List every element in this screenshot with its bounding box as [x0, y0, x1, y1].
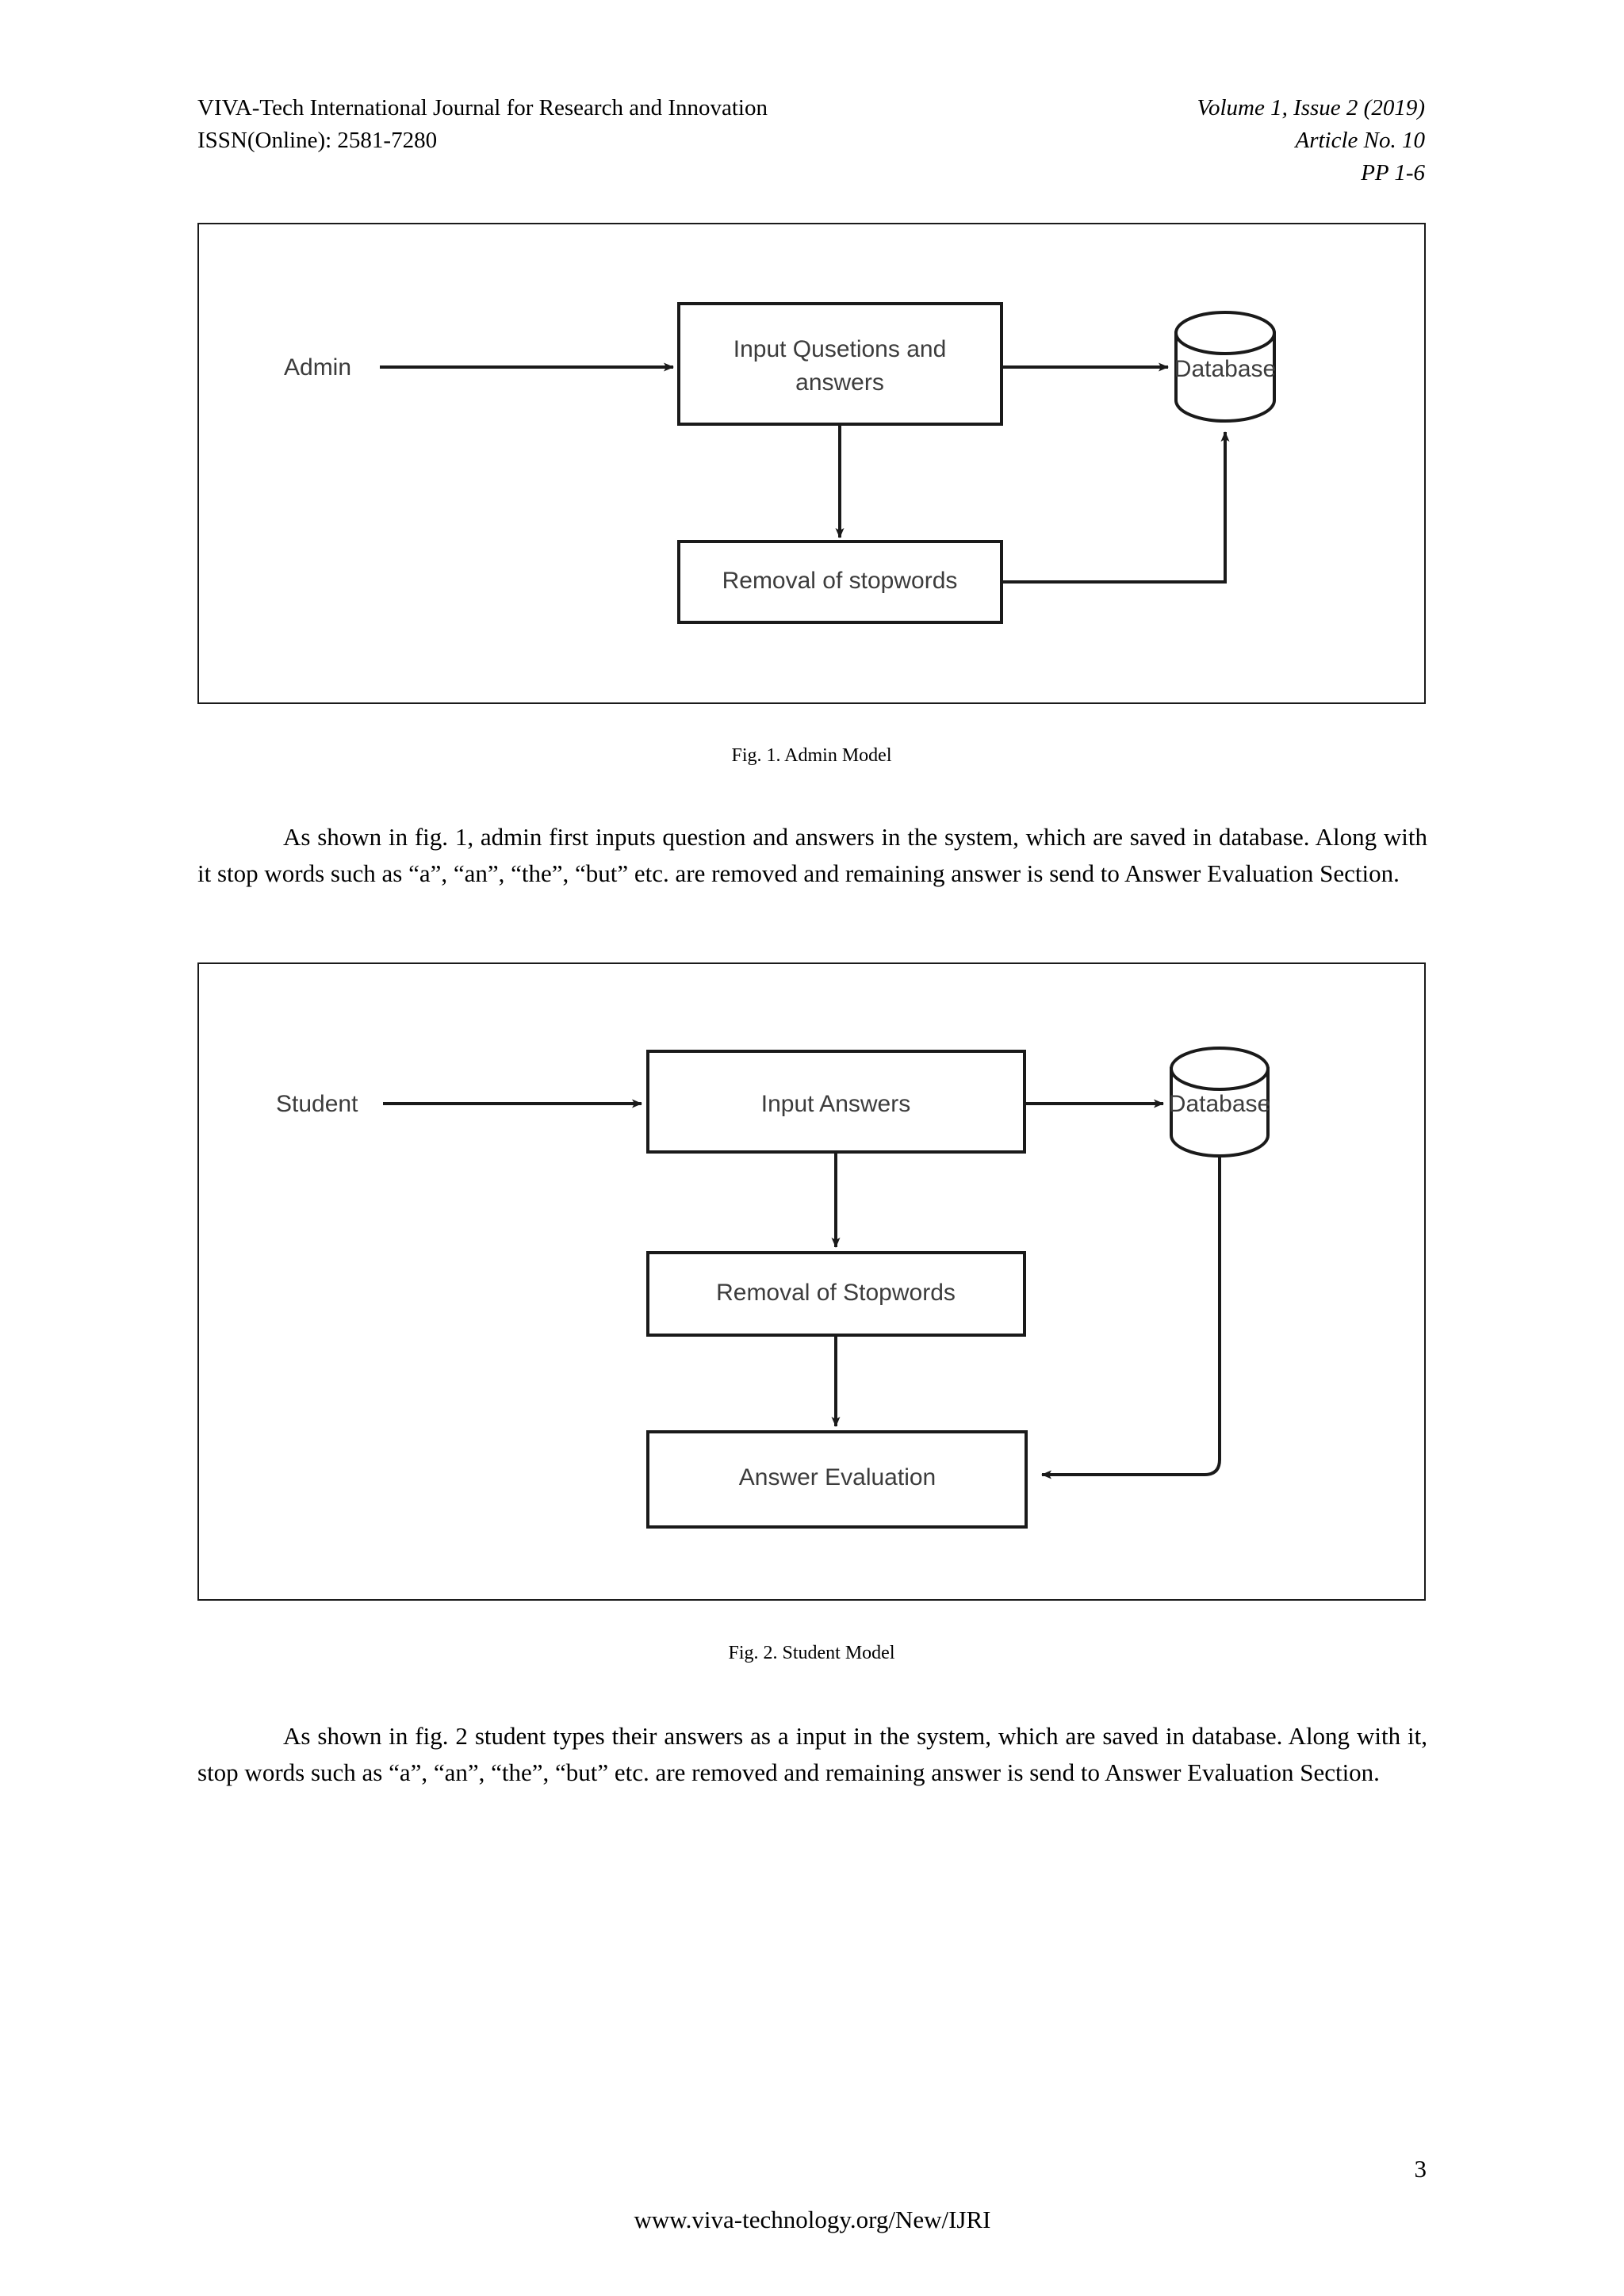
- figure-2-node-answer-evaluation: [646, 1430, 1028, 1529]
- figure-2-node-stopwords-label: Removal of Stopwords: [716, 1280, 956, 1306]
- page-header: VIVA-Tech International Journal for Rese…: [197, 92, 1425, 190]
- figure-1-node-input-questions: [677, 302, 1003, 426]
- figure-1-admin-model: Admin Input Qusetions and answers Databa…: [197, 223, 1426, 704]
- figure-2-caption: Fig. 2. Student Model: [728, 1643, 895, 1663]
- figure-2-node-database: Database: [1169, 1047, 1270, 1158]
- figure-2-actor-student: Student: [276, 1091, 358, 1117]
- paragraph-figure-2-description: As shown in fig. 2 student types their a…: [197, 1722, 1427, 1786]
- figure-1-caption: Fig. 1. Admin Model: [731, 745, 892, 766]
- figure-2-diagram: Student Input Answers Database Removal o…: [276, 1047, 1270, 1529]
- figure-2-node-database-label: Database: [1169, 1091, 1270, 1117]
- article-number: Article No. 10: [1295, 128, 1425, 154]
- journal-name: VIVA-Tech International Journal for Rese…: [197, 95, 768, 121]
- issn-line: ISSN(Online): 2581-7280: [197, 128, 438, 154]
- page-number: 3: [1414, 2155, 1427, 2183]
- volume-issue: Volume 1, Issue 2 (2019): [1197, 95, 1425, 121]
- figure-1-node-input-questions-label-line1: Input Qusetions and: [733, 336, 947, 362]
- figure-2-node-stopwords: [646, 1251, 1026, 1337]
- figure-2-arrow-database-to-evaluation: [1041, 1156, 1221, 1479]
- paragraph-figure-1-description: As shown in fig. 1, admin first inputs q…: [197, 823, 1427, 887]
- figure-1-node-input-questions-label-line2: answers: [795, 369, 884, 396]
- figure-1-diagram: Admin Input Qusetions and answers Databa…: [284, 302, 1276, 624]
- figure-1-actor-admin: Admin: [284, 354, 351, 381]
- figure-2-student-model: Student Input Answers Database Removal o…: [197, 962, 1426, 1601]
- header-right-block: Volume 1, Issue 2 (2019) Article No. 10 …: [1197, 92, 1425, 190]
- figure-2-node-answer-evaluation-label: Answer Evaluation: [739, 1464, 936, 1490]
- figure-1-node-stopwords: [677, 540, 1003, 624]
- figure-2-node-input-answers-label: Input Answers: [761, 1091, 910, 1117]
- header-left-block: VIVA-Tech International Journal for Rese…: [197, 92, 768, 157]
- footer-url: www.viva-technology.org/New/IJRI: [634, 2206, 991, 2233]
- figure-1-node-database-label: Database: [1174, 356, 1276, 382]
- page-range: PP 1-6: [1361, 160, 1425, 186]
- figure-1-arrow-stopwords-to-database: [1002, 431, 1230, 584]
- figure-1-node-database: Database: [1174, 311, 1276, 423]
- figure-1-node-stopwords-label: Removal of stopwords: [722, 568, 958, 594]
